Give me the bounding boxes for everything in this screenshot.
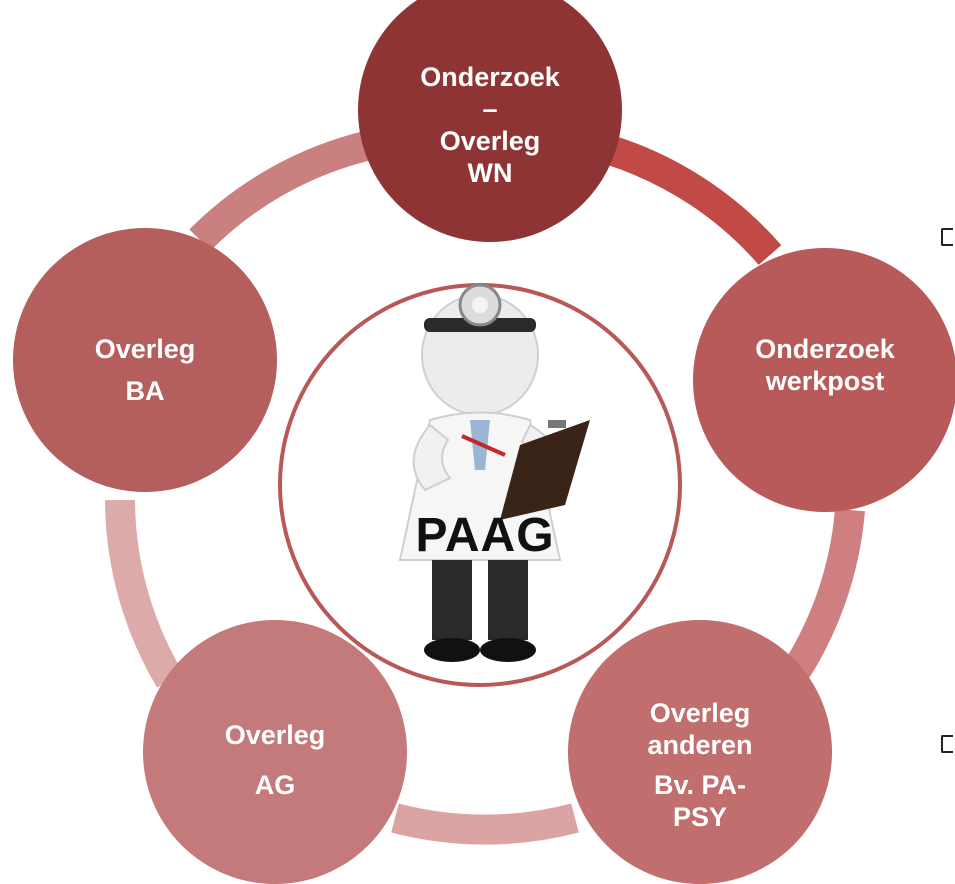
node-circle-left bbox=[13, 228, 277, 492]
node-circle-bottom-right bbox=[568, 620, 832, 884]
node-top-line-2: – bbox=[482, 94, 498, 124]
node-top-line-3: Overleg bbox=[439, 126, 541, 156]
node-left-line-3: BA bbox=[125, 376, 165, 406]
node-top-line-1: Onderzoek bbox=[420, 62, 560, 92]
node-bottom-right-line-3: Bv. PA- bbox=[653, 770, 746, 800]
bullet-fragment-icon bbox=[941, 228, 953, 246]
doctor-figure-icon bbox=[398, 283, 590, 662]
node-label-right: Onderzoek werkpost bbox=[710, 310, 940, 420]
node-label-bottom-right: Overleg anderen Bv. PA- PSY bbox=[590, 685, 810, 845]
ring-arc-right-lower bbox=[777, 508, 865, 689]
node-label-bottom-left: Overleg AG bbox=[165, 710, 385, 810]
ring-arc-bottom bbox=[391, 803, 579, 845]
node-left-line-1: Overleg bbox=[94, 334, 196, 364]
ring-arc-top-left bbox=[189, 130, 374, 251]
node-label-left: Overleg BA bbox=[35, 320, 255, 420]
node-bottom-left-line-1: Overleg bbox=[224, 720, 326, 750]
node-bottom-right-line-1: Overleg bbox=[649, 698, 751, 728]
ring-arc-top-right bbox=[605, 135, 782, 265]
node-circle-right bbox=[693, 248, 955, 512]
node-bottom-left-line-3: AG bbox=[254, 770, 296, 800]
node-right-line-2: werkpost bbox=[765, 366, 885, 396]
bullet-fragment-icon bbox=[941, 735, 953, 753]
node-label-top: Onderzoek – Overleg WN bbox=[375, 45, 605, 205]
ring bbox=[105, 130, 865, 845]
node-right-line-1: Onderzoek bbox=[755, 334, 895, 364]
node-circle-top bbox=[358, 0, 622, 242]
node-bottom-right-line-2: anderen bbox=[647, 730, 753, 760]
node-top-line-4: WN bbox=[467, 158, 513, 188]
ring-arc-left-lower bbox=[105, 499, 183, 688]
node-circle-bottom-left bbox=[143, 620, 407, 884]
node-bottom-right-line-4: PSY bbox=[672, 802, 728, 832]
center-label: PAAG bbox=[415, 509, 555, 562]
